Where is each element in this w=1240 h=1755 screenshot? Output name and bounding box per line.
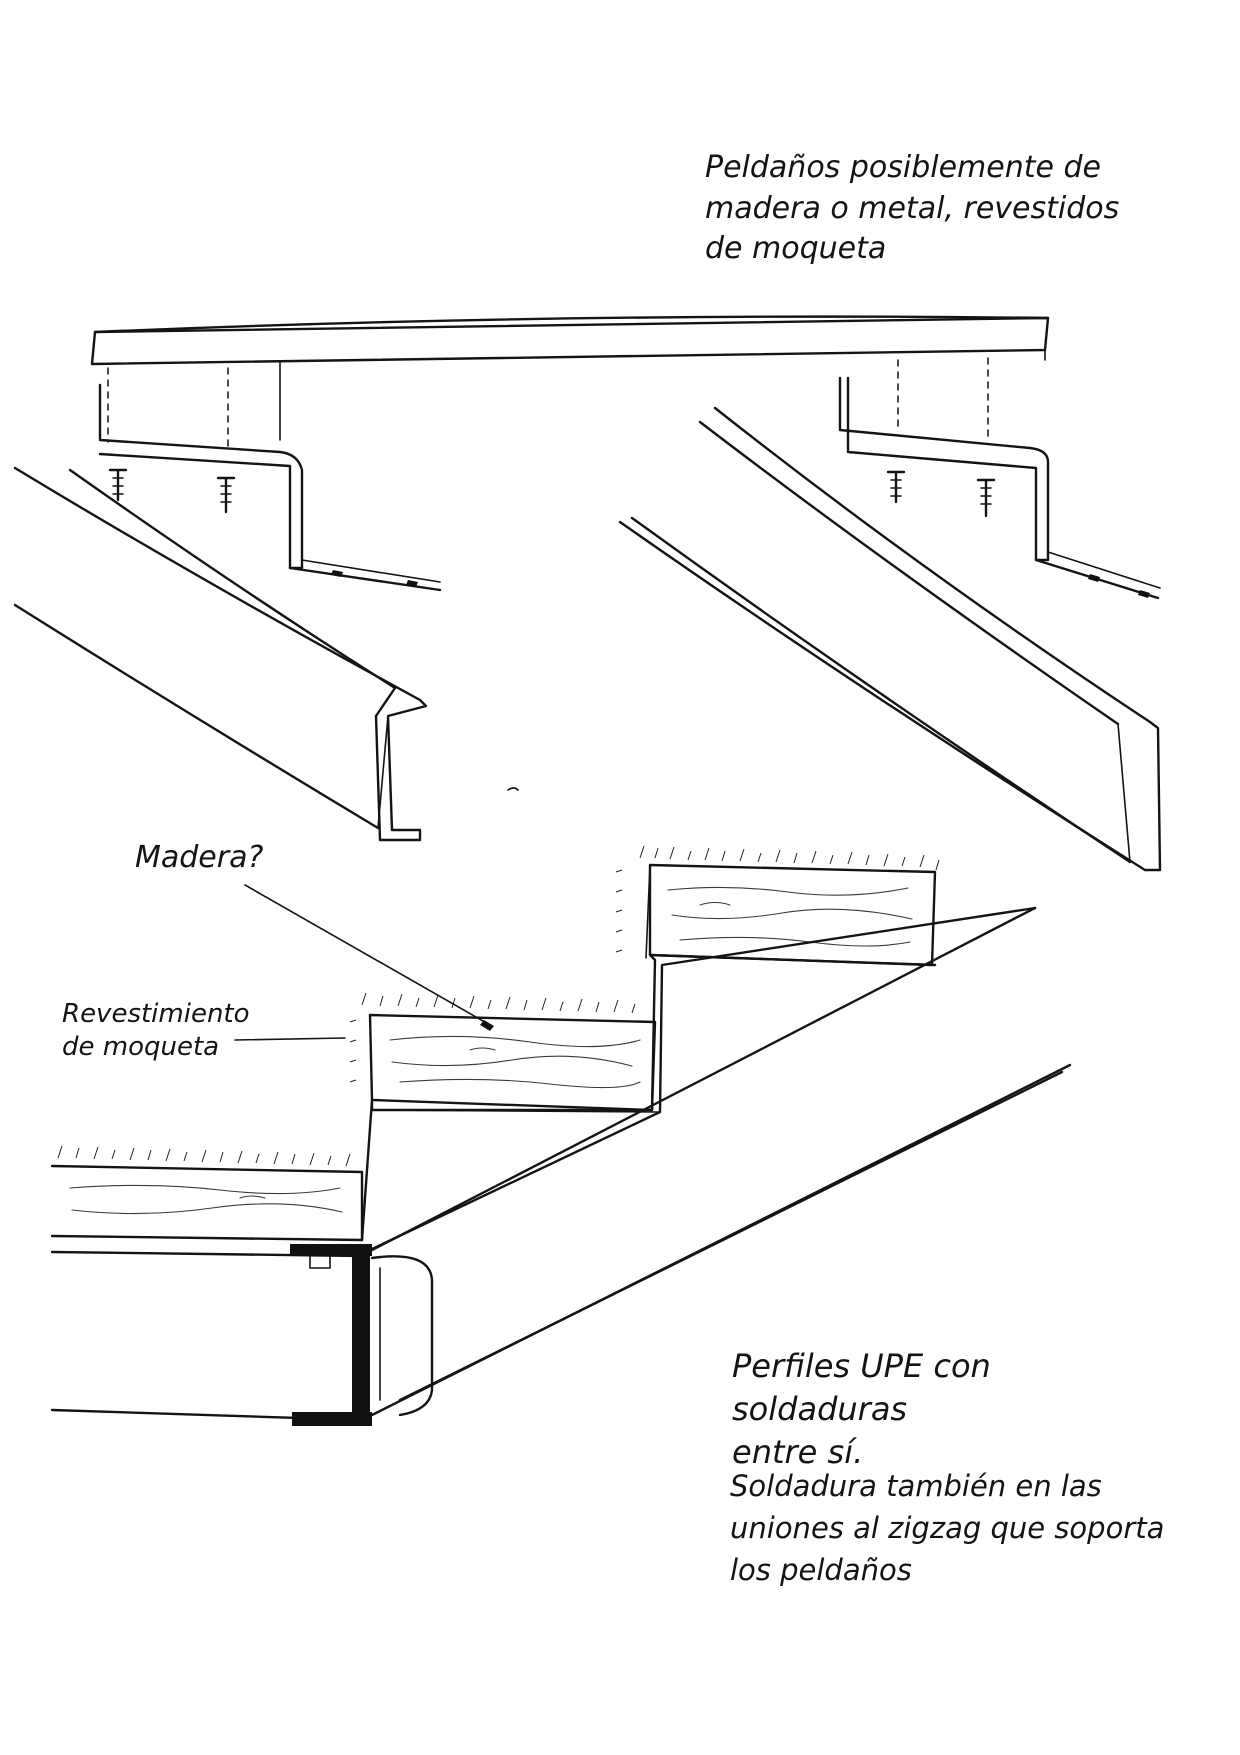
note-perfiles-upe: Perfiles UPE con soldaduras entre sí. — [732, 1347, 991, 1472]
top-step-tread — [645, 863, 937, 967]
lower-step-carpet — [57, 1145, 351, 1167]
note-soldadura: Soldadura también en las uniones al zigz… — [730, 1469, 1165, 1588]
screw-icon — [108, 468, 128, 502]
upe-profile-right — [618, 406, 1162, 872]
right-bracket — [838, 376, 1161, 600]
assembly-guides — [107, 357, 989, 453]
screw-icon — [886, 470, 906, 504]
note-treads: Peldaños posiblemente de madera o metal,… — [705, 150, 1120, 266]
leader-lines — [234, 884, 494, 1041]
note-madera: Madera? — [135, 840, 264, 875]
lower-step-tread — [50, 1164, 364, 1242]
zigzag-stringer — [360, 906, 1037, 1252]
stray-mark — [507, 787, 519, 791]
screw-icon — [976, 478, 996, 518]
weld-joints — [290, 1244, 372, 1426]
left-bracket — [98, 383, 442, 592]
screw-icon — [216, 476, 236, 514]
upe-profile-horizontal — [50, 1250, 434, 1422]
note-revestimiento: Revestimiento de moqueta — [62, 999, 250, 1062]
middle-step-carpet — [349, 992, 636, 1083]
tread-plank — [90, 315, 1050, 441]
upe-profile-diagonal — [370, 906, 1072, 1417]
middle-step-tread — [368, 1013, 657, 1112]
upe-profile-left — [13, 466, 428, 842]
top-step-carpet — [615, 845, 940, 953]
